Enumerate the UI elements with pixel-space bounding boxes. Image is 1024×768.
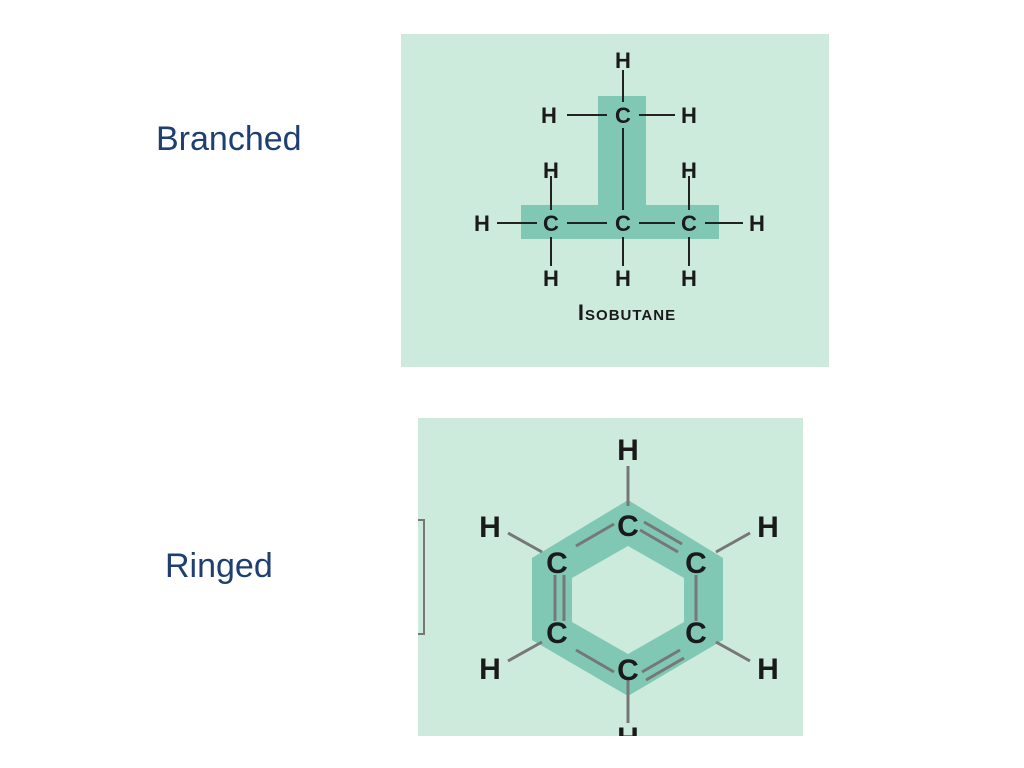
benzene-c-lower-right: C <box>685 617 707 650</box>
benzene-c-upper-right: C <box>685 547 707 580</box>
isobutane-c-top: C <box>615 103 631 128</box>
benzene-h-upper-right: H <box>757 511 779 544</box>
bracket-decoration <box>418 519 425 635</box>
isobutane-h-top-left: H <box>541 103 557 128</box>
ringed-label: Ringed <box>165 547 273 585</box>
isobutane-c-right: C <box>681 211 697 236</box>
benzene-c-bottom: C <box>617 654 639 687</box>
isobutane-h-far-right: H <box>749 211 765 236</box>
branched-label: Branched <box>156 120 302 158</box>
isobutane-h-far-left: H <box>474 211 490 236</box>
benzene-bonds <box>507 466 751 723</box>
isobutane-h-right-down: H <box>681 266 697 291</box>
isobutane-h-top-right: H <box>681 103 697 128</box>
isobutane-caption: Isobutane <box>578 300 676 325</box>
benzene-h-lower-left: H <box>479 653 501 686</box>
isobutane-h-right-up: H <box>681 158 697 183</box>
isobutane-h-top: H <box>615 48 631 73</box>
benzene-h-top: H <box>617 434 639 467</box>
isobutane-h-left-up: H <box>543 158 559 183</box>
isobutane-c-mid: C <box>615 211 631 236</box>
isobutane-h-left-down: H <box>543 266 559 291</box>
carbon-backbone-highlight <box>521 96 719 239</box>
benzene-c-lower-left: C <box>546 617 568 650</box>
benzene-h-upper-left: H <box>479 511 501 544</box>
isobutane-bonds <box>497 70 743 266</box>
isobutane-h-mid-down: H <box>615 266 631 291</box>
benzene-c-top: C <box>617 510 639 543</box>
benzene-structure: H C H H C C C C H H C H <box>418 418 803 736</box>
benzene-h-bottom: H <box>617 722 639 736</box>
benzene-panel-background <box>418 418 803 736</box>
benzene-h-lower-right: H <box>757 653 779 686</box>
isobutane-structure: H H C H H H H C C C H H H H Isobutane <box>401 34 829 367</box>
isobutane-c-left: C <box>543 211 559 236</box>
benzene-c-upper-left: C <box>546 547 568 580</box>
